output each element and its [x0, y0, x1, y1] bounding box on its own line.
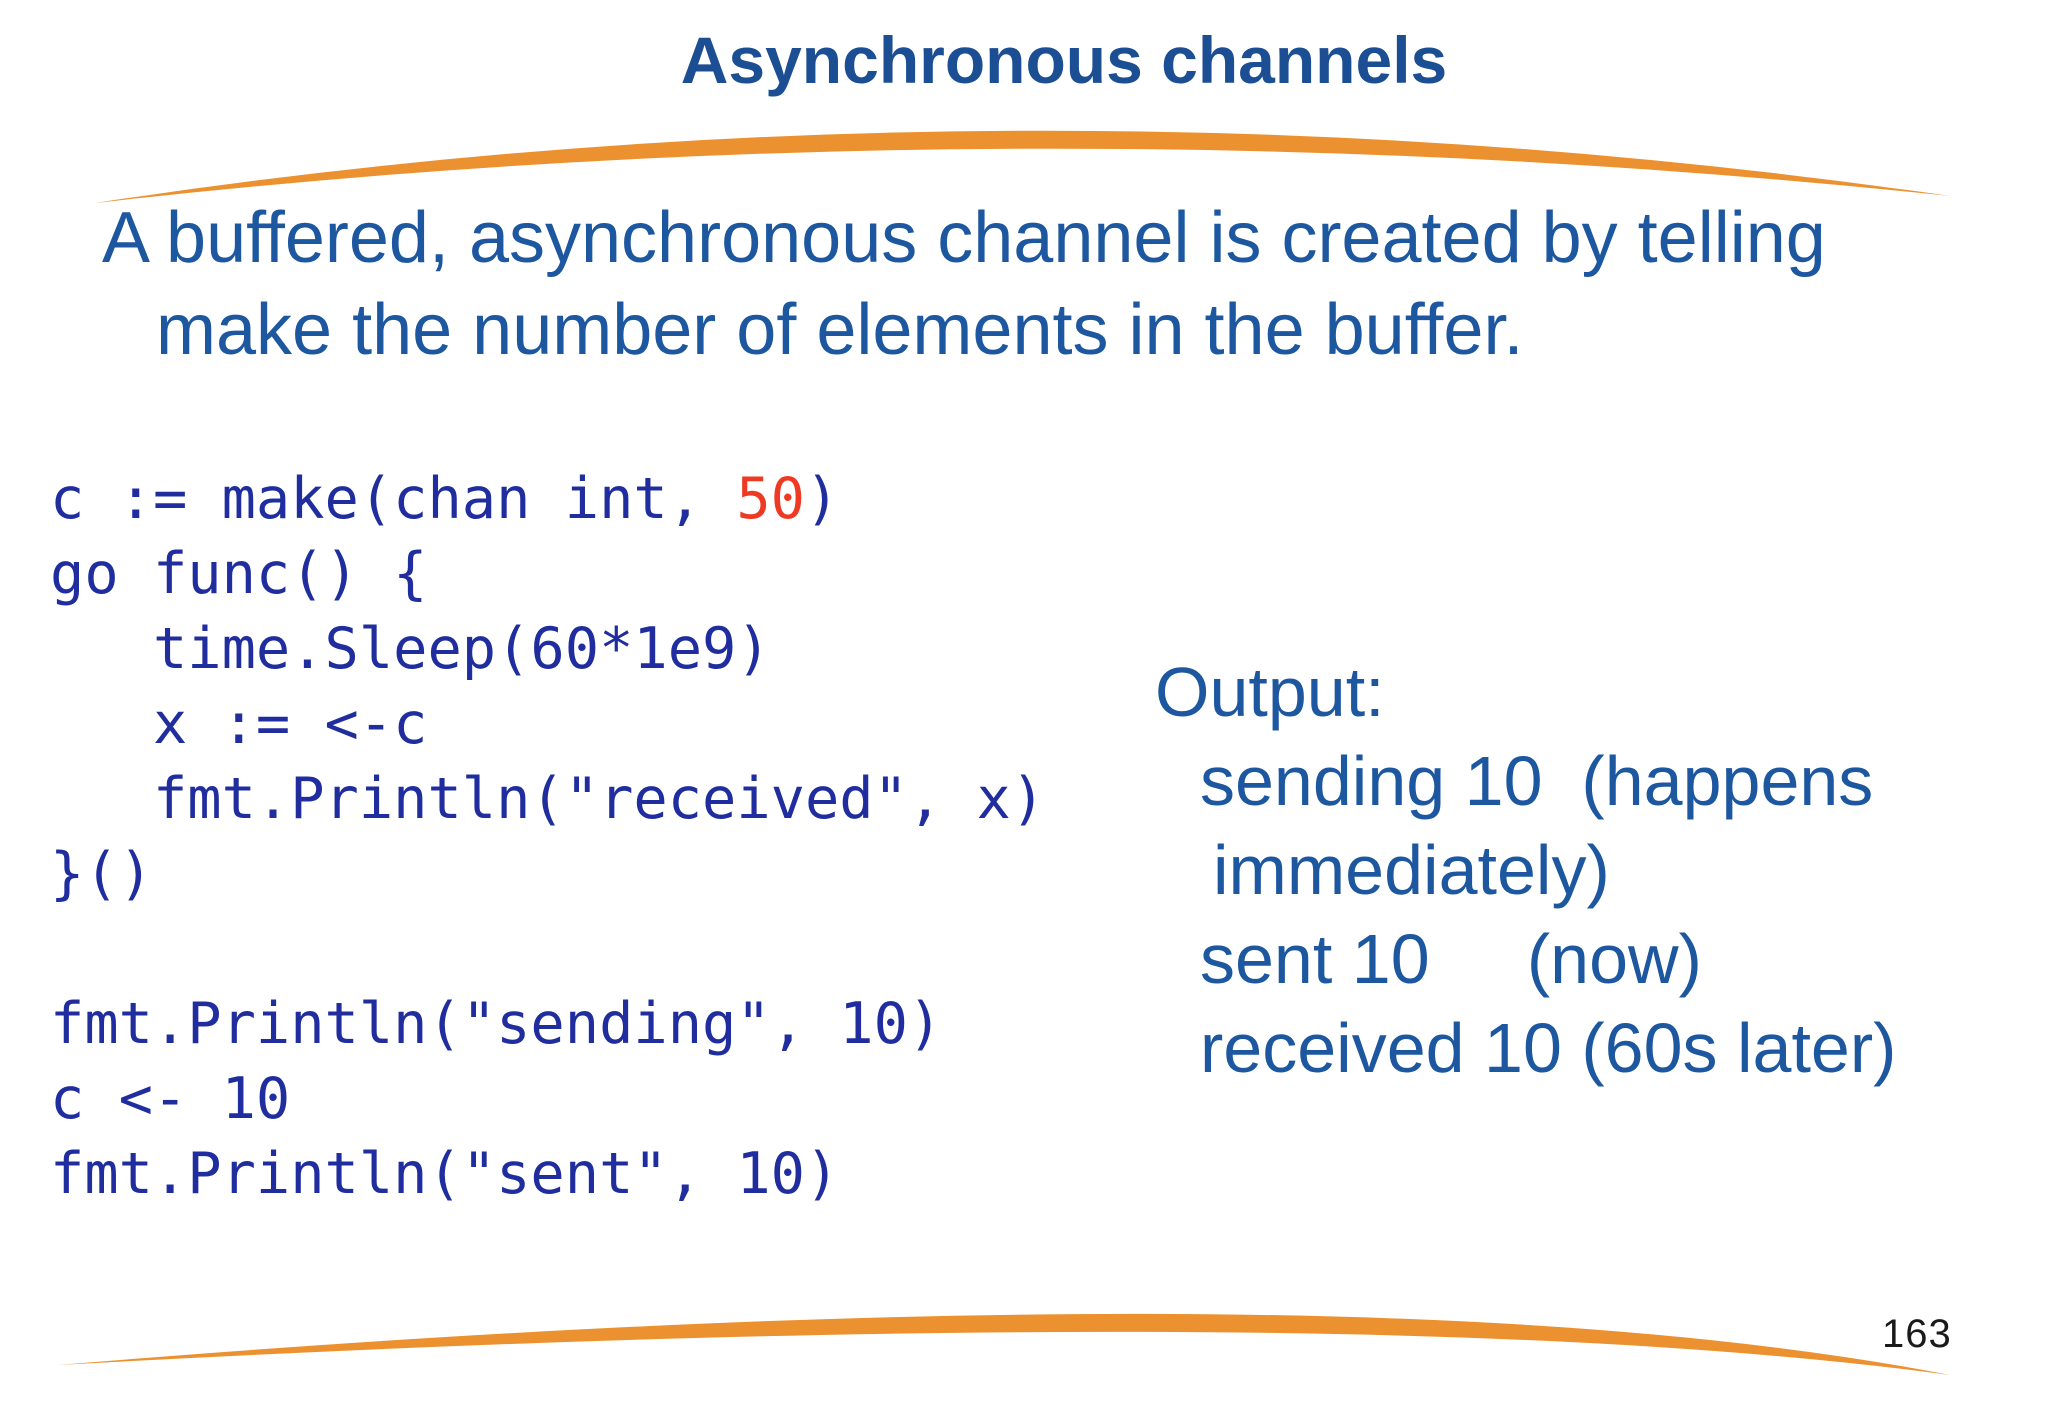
- code-text: }(): [50, 841, 153, 907]
- code-block: c := make(chan int, 50)go func() { time.…: [50, 462, 1045, 1212]
- body-text: A buffered, asynchronous channel is crea…: [102, 192, 1826, 376]
- output-line-immediately: immediately): [1213, 831, 1610, 909]
- code-text: ): [804, 466, 840, 532]
- code-text: go func() {: [50, 541, 428, 607]
- code-text: c := make(chan int,: [50, 466, 737, 532]
- body-line-1: A buffered, asynchronous channel is crea…: [102, 198, 1826, 278]
- slide-title: Asynchronous channels: [680, 23, 1448, 97]
- code-text: time.Sleep(60*1e9): [50, 616, 771, 682]
- code-line: time.Sleep(60*1e9): [50, 612, 1045, 687]
- bottom-arc: [58, 1313, 1950, 1375]
- output-line-received: received 10 (60s later): [1200, 1009, 1897, 1087]
- code-line: fmt.Println("sent", 10): [50, 1137, 1045, 1212]
- code-highlight-red: 50: [736, 466, 805, 532]
- code-line: x := <-c: [50, 687, 1045, 762]
- output-block: Output: sending 10 (happens immediately)…: [1155, 648, 1896, 1093]
- output-label: Output:: [1155, 653, 1385, 731]
- body-line-2: make the number of elements in the buffe…: [156, 290, 1524, 370]
- code-text: c <- 10: [50, 1066, 291, 1132]
- code-line: [50, 912, 1045, 987]
- code-line: fmt.Println("sending", 10): [50, 987, 1045, 1062]
- output-line-sent: sent 10 (now): [1200, 920, 1702, 998]
- page-number: 163: [1882, 1312, 1952, 1356]
- code-line: }(): [50, 837, 1045, 912]
- code-text: x := <-c: [50, 691, 428, 757]
- output-line-sending: sending 10 (happens: [1200, 742, 1874, 820]
- code-line: c := make(chan int, 50): [50, 462, 1045, 537]
- code-line: fmt.Println("received", x): [50, 762, 1045, 837]
- code-text: fmt.Println("sending", 10): [50, 991, 943, 1057]
- code-line: c <- 10: [50, 1062, 1045, 1137]
- code-text: fmt.Println("received", x): [50, 766, 1046, 832]
- code-line: go func() {: [50, 537, 1045, 612]
- code-text: fmt.Println("sent", 10): [50, 1141, 840, 1207]
